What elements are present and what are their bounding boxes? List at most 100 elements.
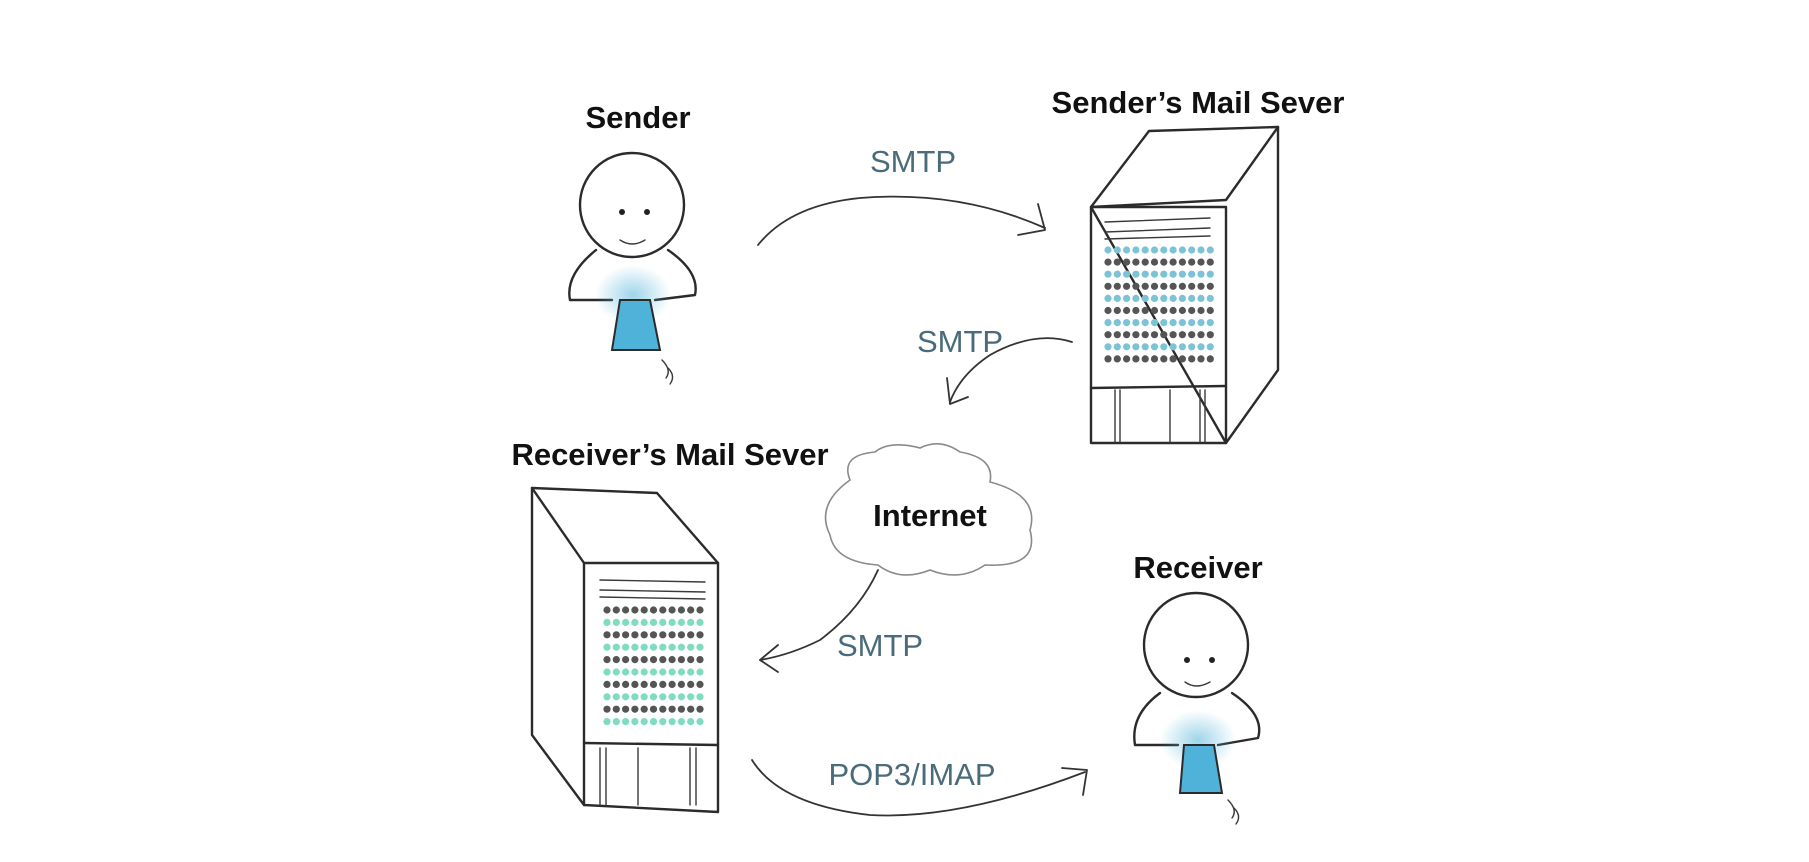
server-led-dot [659, 693, 667, 701]
server-led-dot [1188, 246, 1196, 254]
server-led-dot [687, 606, 695, 614]
server-led-dot [1160, 246, 1168, 254]
server-led-dot [1150, 294, 1159, 302]
pop3-imap-label: POP3/IMAP [828, 757, 995, 792]
server-led-dot [668, 718, 676, 726]
server-led-dot [622, 618, 630, 627]
server-led-dot [631, 693, 639, 701]
server-led-dot [677, 656, 686, 664]
server-led-dot [1169, 306, 1177, 315]
server-led-dot [659, 668, 667, 676]
server-led-dot [1160, 282, 1168, 290]
server-led-dot [1123, 258, 1131, 266]
server-led-dot [1132, 246, 1140, 254]
server-led-dot [631, 656, 639, 664]
server-led-dot [659, 656, 667, 664]
receiver-server-icon [530, 486, 720, 814]
server-led-dot [1206, 319, 1214, 327]
server-led-dot [1132, 319, 1140, 327]
server-led-dot [603, 668, 611, 676]
receiver-label: Receiver [1133, 550, 1262, 585]
server-led-dot [649, 680, 658, 689]
server-led-dot [1123, 343, 1131, 351]
server-led-dot [1104, 355, 1112, 363]
server-led-dot [1141, 270, 1149, 278]
server-led-dot [649, 668, 658, 676]
server-led-dot [1169, 331, 1177, 339]
server-led-dot [677, 668, 686, 676]
server-led-dot [1150, 246, 1159, 254]
server-led-dot [696, 643, 704, 651]
server-led-dot [1206, 258, 1214, 266]
server-led-dot [640, 680, 648, 689]
server-led-dot [622, 705, 630, 713]
server-led-dot [1141, 343, 1149, 351]
server-led-dot [1188, 319, 1196, 327]
server-led-dot [649, 656, 658, 664]
server-led-dot [1188, 258, 1196, 266]
server-led-dot [649, 643, 658, 651]
server-led-dot [649, 693, 658, 701]
server-led-dot [1188, 343, 1196, 351]
internet-label: Internet [873, 498, 987, 533]
server-led-dot [1160, 270, 1168, 278]
server-led-dot [631, 718, 639, 726]
server-led-dot [1160, 319, 1168, 327]
server-led-dot [1104, 331, 1112, 339]
smtp-label-1: SMTP [870, 144, 956, 179]
server-led-dot [640, 668, 648, 676]
server-led-dot [640, 631, 648, 639]
server-led-dot [603, 606, 611, 614]
server-led-dot [1132, 282, 1140, 290]
server-led-dot [687, 693, 695, 701]
server-led-dot [1150, 282, 1159, 290]
server-led-dot [1197, 270, 1205, 278]
server-led-dot [677, 693, 686, 701]
server-led-dot [1123, 282, 1131, 290]
server-led-dot [677, 705, 686, 713]
server-led-dot [631, 643, 639, 651]
server-led-dot [1123, 294, 1131, 302]
server-led-dot [1132, 294, 1140, 302]
server-led-dot [631, 705, 639, 713]
server-led-dot [640, 643, 648, 651]
server-led-dot [622, 606, 630, 614]
server-led-dot [677, 643, 686, 651]
server-led-dot [1197, 282, 1205, 290]
server-led-dot [1169, 258, 1177, 266]
server-led-dot [1132, 258, 1140, 266]
server-led-dot [1132, 270, 1140, 278]
arrow-sender-to-server [757, 195, 1046, 246]
server-led-dot [1169, 343, 1177, 351]
server-led-dot [631, 680, 639, 689]
server-led-dot [687, 656, 695, 664]
server-led-dot [1169, 282, 1177, 290]
server-led-dot [1141, 306, 1149, 315]
server-led-dot [696, 680, 704, 689]
server-led-dot [1132, 306, 1140, 315]
server-led-dot [1113, 306, 1121, 315]
server-led-dot [659, 680, 667, 689]
server-led-dot [1141, 294, 1149, 302]
server-led-dot [1197, 294, 1205, 302]
server-led-dot [603, 718, 611, 726]
server-led-dot [603, 680, 611, 689]
server-led-dot [1113, 331, 1121, 339]
server-led-dot [687, 618, 695, 627]
smtp-label-2: SMTP [917, 324, 1003, 359]
server-led-dot [1113, 282, 1121, 290]
server-led-dot [612, 643, 620, 651]
arrow-internet-to-receiver-server [759, 569, 879, 673]
server-led-dot [622, 668, 630, 676]
server-led-dot [659, 631, 667, 639]
server-led-dot [1178, 246, 1186, 254]
server-led-dot [687, 668, 695, 676]
server-led-dot [649, 718, 658, 726]
server-led-dot [1141, 246, 1149, 254]
arrow-server-to-internet [946, 337, 1073, 405]
server-led-dot [1104, 270, 1112, 278]
server-led-dot [659, 606, 667, 614]
server-led-dot [1188, 331, 1196, 339]
